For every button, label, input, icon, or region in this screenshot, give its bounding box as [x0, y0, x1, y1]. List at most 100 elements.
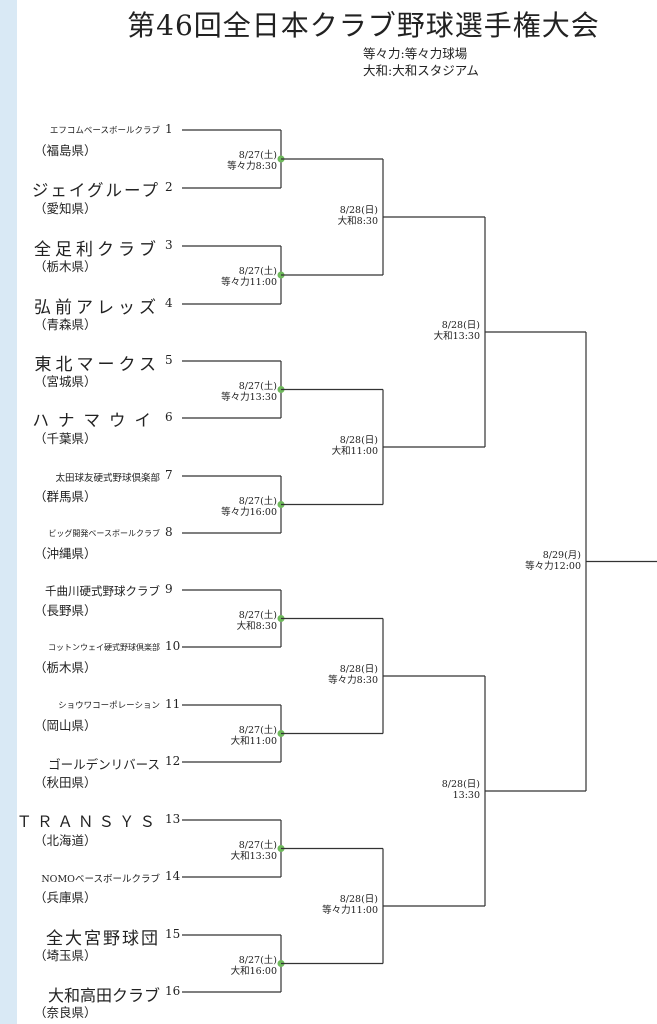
team-entry: エフコムベースボールクラブ: [50, 124, 160, 136]
team-prefecture: （栃木県）: [34, 660, 97, 675]
team-entry: NOMOベースボールクラブ: [41, 871, 160, 885]
team-entry: 千曲川硬式野球クラブ: [45, 583, 160, 599]
team-name: ショウワコーポレーション: [58, 701, 160, 712]
match-date: 8/27(土): [238, 954, 277, 966]
team-entry: ゴールデンリバース: [48, 754, 160, 773]
match-venue-time: 等々力13:30: [221, 391, 277, 403]
round2-match-label: 8/28(日)大和8:30: [338, 205, 378, 227]
team-entry: 太田球友硬式野球倶楽部: [55, 470, 160, 484]
team-name: 太田球友硬式野球倶楽部: [55, 472, 160, 484]
match-date: 8/28(日): [339, 205, 378, 216]
team-seed-number: 15: [165, 927, 181, 941]
match-date: 8/27(土): [238, 380, 277, 392]
match-date: 8/27(土): [238, 266, 277, 277]
match-venue-time: 等々力16:00: [221, 506, 277, 518]
team-entry: ハナマウイ: [33, 407, 161, 431]
match-venue-time: 大和13:30: [230, 850, 277, 862]
team-seed-number: 2: [165, 180, 173, 194]
team-entry: 大和高田クラブ: [48, 982, 160, 1006]
team-seed-number: 6: [165, 410, 173, 424]
team-seed-number: 13: [165, 812, 181, 826]
team-prefecture: （長野県）: [34, 603, 97, 618]
match-venue-time: 等々力11:00: [322, 905, 378, 916]
round1-match-label: 8/27(土)等々力8:30: [227, 150, 277, 172]
team-prefecture: （秋田県）: [34, 775, 97, 790]
left-side-strip: [0, 0, 17, 1024]
team-prefecture: （兵庫県）: [34, 890, 97, 905]
team-entry: 全足利クラブ: [34, 235, 160, 260]
team-prefecture: （岡山県）: [34, 718, 97, 733]
team-prefecture: （千葉県）: [34, 431, 97, 446]
match-date: 8/27(土): [238, 724, 277, 736]
team-entry: ＴＲＡＮＳＹＳ: [16, 810, 160, 832]
match-venue-time: 等々力11:00: [221, 277, 277, 288]
team-name: NOMOベースボールクラブ: [41, 873, 160, 885]
match-venue-time: 大和8:30: [236, 620, 277, 632]
team-name: ビッグ開発ベースボールクラブ: [48, 528, 160, 538]
match-date: 8/28(日): [339, 435, 378, 446]
team-seed-number: 14: [165, 869, 181, 883]
match-venue-time: 13:30: [452, 790, 480, 801]
page-title: 第46回全日本クラブ野球選手権大会: [127, 9, 600, 42]
round2-match-label: 8/28(日)等々力8:30: [328, 664, 378, 686]
team-prefecture: （沖縄県）: [34, 546, 97, 561]
match-venue-time: 等々力8:30: [328, 675, 378, 686]
team-name: 全大宮野球団: [46, 928, 160, 949]
team-seed-number: 16: [165, 984, 181, 998]
team-name: 弘前アレッズ: [34, 297, 160, 318]
match-venue-time: 大和16:00: [230, 965, 277, 977]
team-prefecture: （群馬県）: [34, 489, 97, 504]
round2-match-label: 8/28(日)等々力11:00: [322, 894, 378, 916]
match-date: 8/27(土): [238, 839, 277, 851]
match-venue-time: 大和11:00: [230, 735, 277, 747]
team-prefecture: （宮城県）: [34, 374, 97, 389]
team-name: 大和高田クラブ: [47, 985, 160, 1005]
team-seed-number: 1: [165, 122, 173, 136]
match-venue-time: 大和11:00: [331, 446, 378, 457]
match-date: 8/28(日): [441, 779, 480, 790]
team-seed-number: 9: [165, 582, 173, 596]
team-seed-number: 4: [165, 296, 173, 310]
team-entry: ビッグ開発ベースボールクラブ: [48, 528, 160, 539]
round2-match-label: 8/28(日)大和11:00: [332, 435, 378, 457]
match-venue-time: 等々力8:30: [227, 161, 277, 172]
team-entry: 弘前アレッズ: [34, 293, 160, 318]
semifinal-match-label: 8/28(日)13:30: [442, 779, 480, 801]
team-seed-number: 5: [165, 353, 173, 367]
team-name: ＴＲＡＮＳＹＳ: [16, 812, 160, 831]
team-prefecture: （奈良県）: [34, 1005, 97, 1020]
team-prefecture: （栃木県）: [34, 259, 97, 274]
venue-legend-yamato: 大和:大和スタジアム: [363, 63, 479, 78]
match-date: 8/27(土): [238, 150, 277, 161]
team-entry: ジェイグループ: [32, 177, 160, 201]
round1-match-label: 8/27(土)等々力13:30: [221, 381, 277, 403]
match-venue-time: 大和13:30: [433, 331, 480, 342]
team-name: ゴールデンリバース: [48, 756, 160, 772]
match-date: 8/29(月): [542, 549, 581, 561]
venue-legend-todoroki: 等々力:等々力球場: [363, 46, 468, 61]
match-venue-time: 等々力12:00: [525, 560, 581, 572]
match-date: 8/27(土): [238, 609, 277, 621]
match-date: 8/27(土): [238, 495, 277, 507]
match-date: 8/28(日): [339, 894, 378, 905]
match-date: 8/28(日): [441, 320, 480, 331]
round1-match-label: 8/27(土)大和13:30: [231, 840, 277, 862]
final-match-label: 8/29(月)等々力12:00: [525, 550, 581, 572]
team-seed-number: 12: [165, 754, 181, 768]
team-entry: 全大宮野球団: [46, 924, 160, 949]
match-venue-time: 大和8:30: [337, 216, 378, 227]
team-entry: ショウワコーポレーション: [58, 699, 160, 711]
team-name: エフコムベースボールクラブ: [49, 126, 160, 137]
team-seed-number: 8: [165, 525, 173, 539]
team-name: 千曲川硬式野球クラブ: [45, 583, 160, 598]
team-seed-number: 3: [165, 238, 173, 252]
team-name: 全足利クラブ: [34, 239, 160, 260]
round1-match-label: 8/27(土)等々力11:00: [221, 266, 277, 288]
round1-match-label: 8/27(土)大和16:00: [231, 955, 277, 977]
team-name: コットンウェイ硬式野球倶楽部: [48, 642, 160, 652]
team-name: 東北マークス: [34, 354, 160, 375]
semifinal-match-label: 8/28(日)大和13:30: [434, 320, 480, 342]
team-seed-number: 10: [165, 639, 181, 653]
team-prefecture: （青森県）: [34, 317, 97, 332]
